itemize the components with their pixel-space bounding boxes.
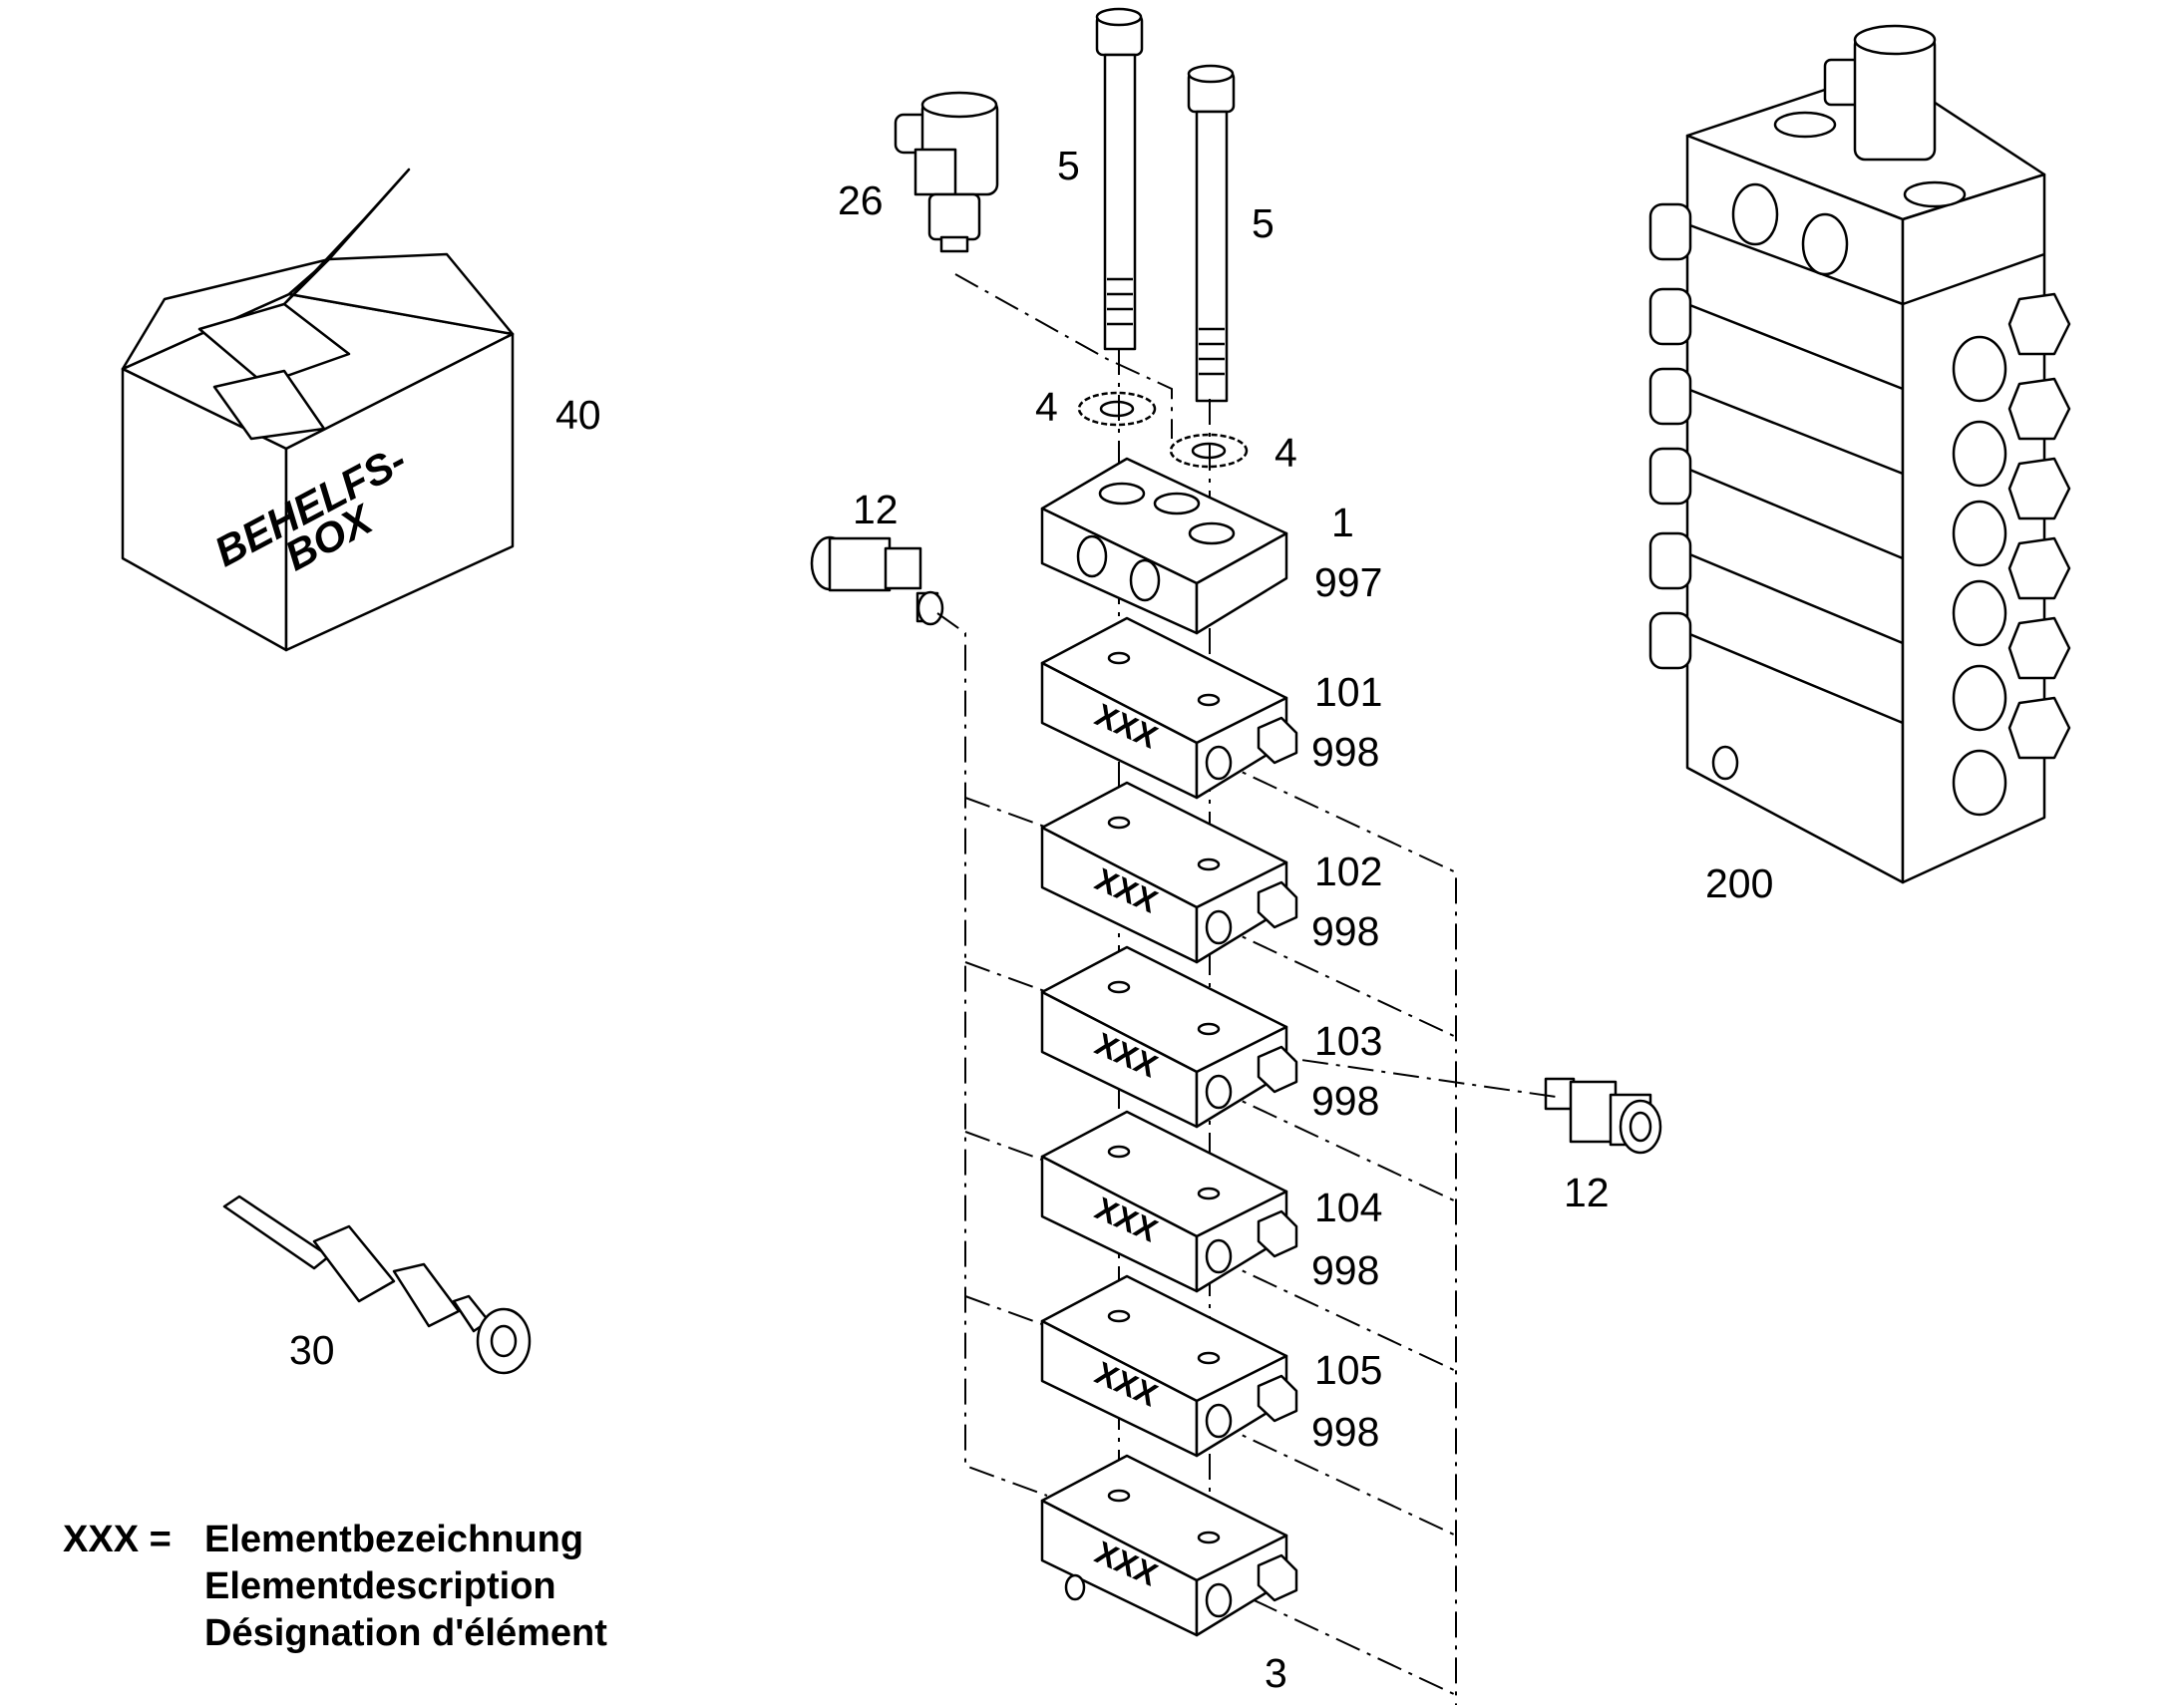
label-102: 102	[1314, 849, 1382, 894]
assembly-lines	[936, 273, 1557, 1705]
label-998-a: 998	[1311, 729, 1379, 775]
part-12-fitting-left	[810, 535, 944, 626]
label-200: 200	[1705, 860, 1773, 906]
legend-line-2: Elementdescription	[204, 1565, 556, 1607]
label-997: 997	[1314, 559, 1382, 605]
part-105-element: XXX	[1040, 1274, 1298, 1458]
legend-line-3: Désignation d'élément	[204, 1612, 607, 1654]
part-104-element: XXX	[1040, 1110, 1298, 1293]
label-12-left: 12	[853, 487, 899, 532]
label-101: 101	[1314, 669, 1382, 715]
part-102-element: XXX	[1040, 781, 1298, 964]
label-3: 3	[1265, 1650, 1287, 1696]
part-5-bolt-left	[1095, 7, 1144, 351]
legend-line-1: Elementbezeichnung	[204, 1519, 583, 1560]
label-5-left: 5	[1057, 143, 1080, 188]
label-103: 103	[1314, 1018, 1382, 1064]
label-30: 30	[289, 1327, 335, 1373]
label-26: 26	[838, 177, 884, 223]
label-1: 1	[1331, 500, 1354, 545]
part-200-distributor	[1648, 24, 2071, 884]
legend-key: XXX =	[63, 1519, 172, 1560]
part-26-valve	[894, 91, 999, 253]
label-104: 104	[1314, 1185, 1382, 1230]
part-4-washer-left	[1077, 391, 1157, 427]
part-12-fitting-right	[1544, 1077, 1662, 1155]
part-40-box: BEHELFS- BOX	[121, 168, 515, 652]
label-105: 105	[1314, 1347, 1382, 1393]
label-12-right: 12	[1564, 1170, 1610, 1215]
label-998-d: 998	[1311, 1247, 1379, 1293]
label-5-right: 5	[1252, 200, 1274, 246]
label-998-b: 998	[1311, 908, 1379, 954]
part-30-tube-connector	[222, 1195, 532, 1375]
legend: XXX = Elementbezeichnung Elementdescript…	[63, 1519, 607, 1654]
part-5-bolt-right	[1187, 64, 1236, 403]
label-40: 40	[555, 392, 601, 438]
label-4-right: 4	[1274, 430, 1297, 476]
part-1-top-block	[1040, 457, 1288, 635]
part-103-element: XXX	[1040, 945, 1298, 1129]
part-101-element: XXX	[1040, 616, 1298, 800]
label-998-e: 998	[1311, 1409, 1379, 1455]
part-labels: 5 5 26 40 4 4 12 1 997 101 998 102 998 1…	[289, 143, 1773, 1696]
label-4-left: 4	[1035, 384, 1058, 430]
label-998-c: 998	[1311, 1078, 1379, 1124]
part-3-end-element: XXX	[1040, 1454, 1298, 1637]
